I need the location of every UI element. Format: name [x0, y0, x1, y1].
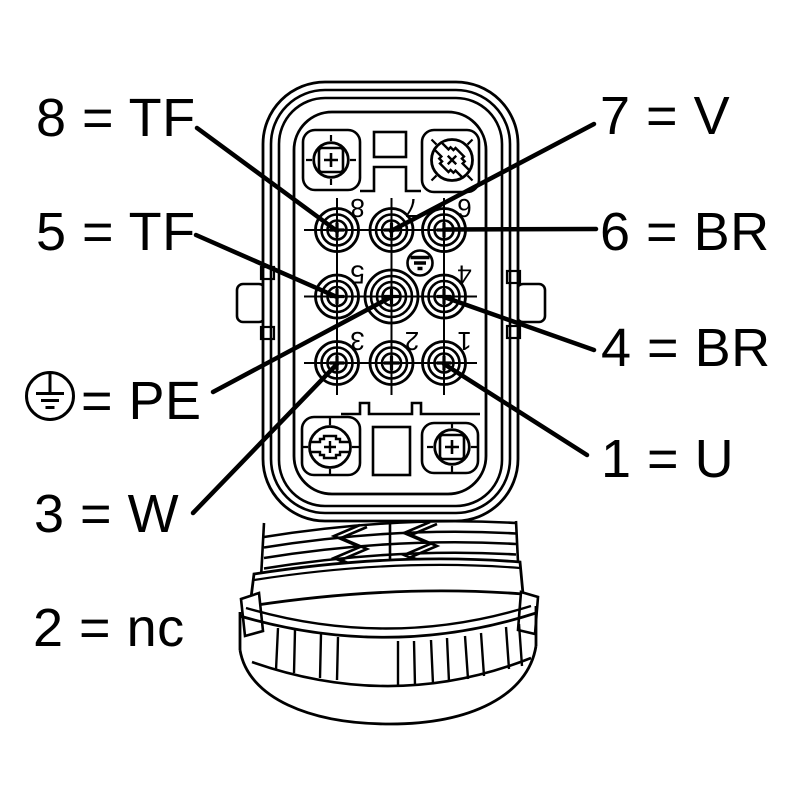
- leader-pin4: [441, 294, 597, 353]
- pin-number-1: 1: [457, 326, 471, 356]
- leader-pin7: [388, 121, 597, 234]
- nut-rim-top: [245, 604, 532, 630]
- pin-number-4: 4: [457, 260, 471, 290]
- leader-pin5: [193, 232, 340, 300]
- side-tab-right: [515, 282, 547, 324]
- callout-7-v: 7 = V: [600, 86, 730, 146]
- callout-3-w: 3 = W: [34, 484, 179, 544]
- keying-feature-top: [360, 130, 421, 193]
- locking-ring: [248, 557, 525, 608]
- keying-feature-bottom: [341, 401, 480, 477]
- callouts: 8 = TF 5 = TF = PE 3 = W 2 = nc 7 = V 6 …: [25, 86, 771, 658]
- pin-number-8: 8: [350, 193, 364, 223]
- leader-pin1: [441, 361, 590, 458]
- nut-tab-left: [239, 591, 265, 638]
- protective-earth-icon: [25, 371, 75, 421]
- nut-castellations: [274, 623, 524, 687]
- nut-bottom-arc: [238, 645, 538, 726]
- pin-number-2: 2: [405, 326, 419, 356]
- nut-inner-arc: [251, 656, 532, 688]
- nut-rim-front: [239, 611, 537, 639]
- cable-gland-nut: [238, 590, 540, 726]
- earth-symbol-marker: [406, 249, 434, 277]
- callout-2-nc: 2 = nc: [33, 598, 185, 658]
- leader-pin8: [194, 125, 340, 234]
- leader-lines: [190, 121, 599, 516]
- leader-pin6: [441, 226, 599, 232]
- leader-pin-pe: [210, 294, 394, 395]
- callout-8-tf: 8 = TF: [36, 88, 196, 148]
- pin-number-5: 5: [350, 260, 364, 290]
- leader-pin3: [190, 361, 340, 516]
- callout-4-br: 4 = BR: [601, 318, 771, 378]
- callout-pe: = PE: [81, 371, 202, 431]
- callout-5-tf: 5 = TF: [36, 202, 196, 262]
- callout-1-u: 1 = U: [601, 429, 734, 489]
- side-tab-left: [235, 282, 267, 324]
- pin-number-6: 6: [457, 193, 471, 223]
- pin-number-labels: 8 7 6 5 4 3 2 1: [350, 193, 471, 356]
- callout-6-br: 6 = BR: [600, 202, 770, 262]
- pin-number-3: 3: [350, 326, 364, 356]
